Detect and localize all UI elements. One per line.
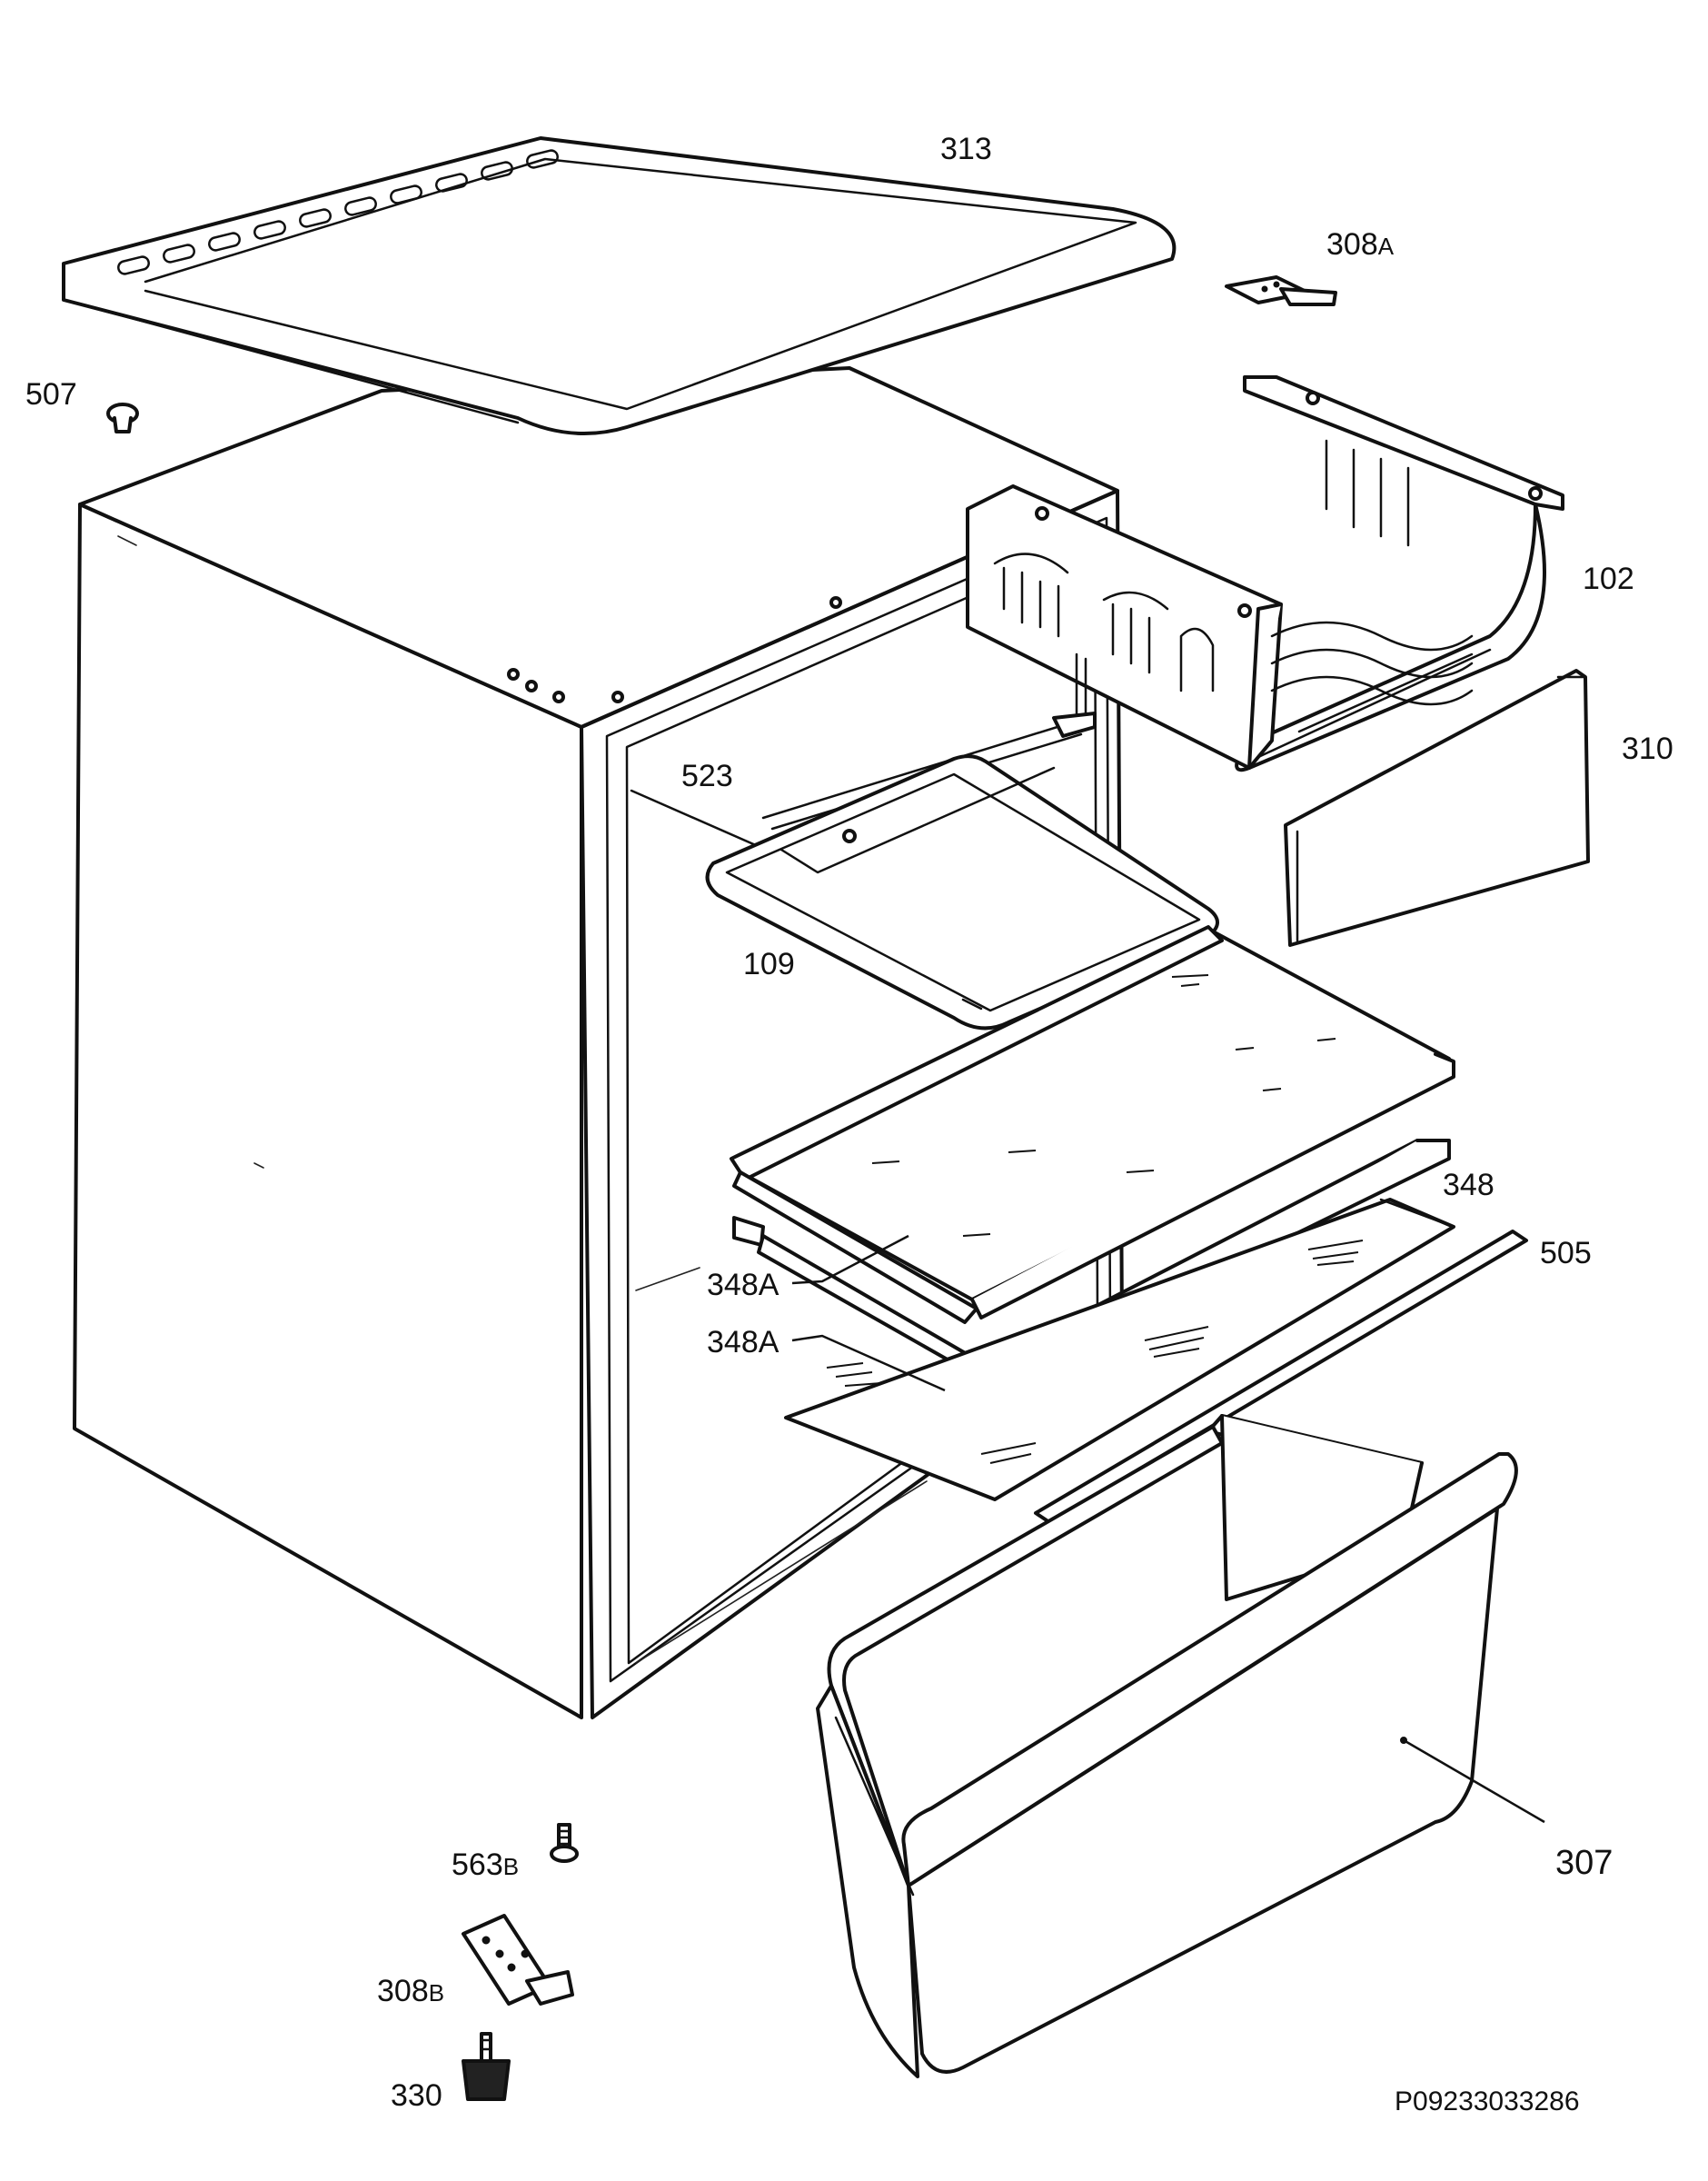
part-563b-screw: [550, 1823, 579, 1863]
screw-icon: [611, 691, 624, 703]
part-505-strip: [1034, 1230, 1528, 1524]
screw-icon: [525, 680, 538, 692]
part-308a-hinge: [1225, 275, 1337, 306]
label-307: 307: [1555, 1844, 1613, 1882]
label-563b: 563B: [452, 1847, 519, 1882]
part-labels: 313 308A 507 102 310 523 109 348 505 348…: [25, 132, 1673, 2116]
label-523: 523: [681, 759, 733, 793]
label-505: 505: [1540, 1236, 1592, 1270]
leader-307: [1403, 1738, 1545, 1824]
part-307-drawer: [816, 1414, 1518, 2078]
part-348-glass-shelf-upper: [730, 925, 1455, 1324]
label-109: 109: [743, 947, 795, 981]
screw-icon: [552, 691, 565, 703]
label-348a-upper: 348A: [707, 1268, 780, 1302]
label-310: 310: [1622, 732, 1673, 766]
part-308b-hinge: [462, 1914, 574, 2006]
screw-icon: [829, 596, 842, 609]
part-102-evaporator: [966, 375, 1564, 772]
cabinet-body: [73, 366, 1124, 1719]
label-348: 348: [1443, 1168, 1494, 1202]
label-348a-lower: 348A: [707, 1325, 780, 1359]
label-313: 313: [940, 132, 992, 166]
label-308b: 308B: [377, 1974, 444, 2008]
part-330-foot: [462, 2032, 511, 2101]
reference-code: P09233033286: [1395, 2086, 1580, 2116]
part-348-glass-shelf-lower: [784, 1198, 1455, 1501]
label-102: 102: [1583, 562, 1634, 596]
part-310-panel: [1284, 669, 1590, 947]
part-507-cap: [106, 403, 139, 433]
label-308a: 308A: [1326, 227, 1395, 262]
part-313-top-cover: [62, 136, 1177, 436]
leader-348a-lower: [791, 1334, 946, 1392]
coil-tubes: [993, 553, 1215, 692]
screw-icon: [507, 668, 520, 681]
label-507: 507: [25, 377, 77, 412]
part-109-tray: [705, 754, 1219, 1031]
leader-348a-upper: [791, 1234, 909, 1285]
label-330: 330: [391, 2078, 442, 2113]
vent-slots: [117, 149, 559, 275]
